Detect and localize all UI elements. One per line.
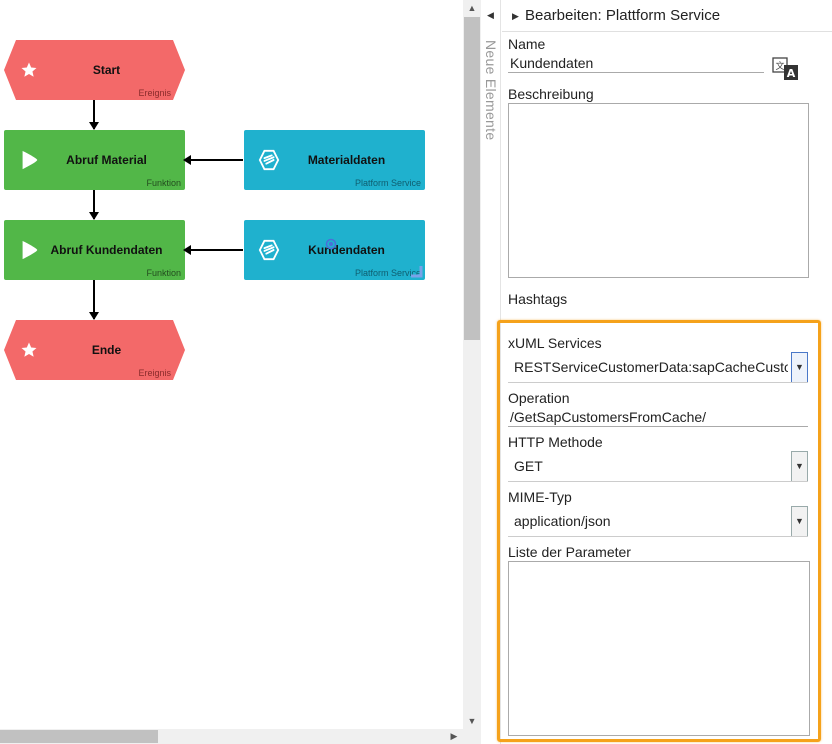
resize-handle-icon[interactable] [409, 264, 423, 278]
connector-arrow [89, 100, 99, 130]
node-label: Ende [91, 343, 122, 357]
node-type: Funktion [146, 178, 181, 188]
xuml-services-label: xUML Services [508, 335, 602, 351]
canvas-horizontal-scrollbar[interactable]: ▶ [0, 729, 481, 744]
connector-arrow [89, 280, 99, 320]
node-type: Platform Service [354, 268, 421, 278]
node-ende[interactable]: Ende Ereignis [4, 320, 185, 380]
operation-label: Operation [508, 390, 570, 406]
connect-handle-icon[interactable] [325, 238, 337, 250]
expand-caret-icon[interactable]: ▶ [512, 11, 519, 21]
mime-type-select[interactable]: application/json ▼ [508, 506, 808, 537]
service-icon [258, 149, 280, 171]
operation-field[interactable] [508, 407, 808, 427]
node-materialdaten[interactable]: Materialdaten Platform Service [244, 130, 425, 190]
node-kundendaten[interactable]: Kundendaten Platform Service [244, 220, 425, 280]
svg-text:A: A [787, 67, 796, 80]
http-method-label: HTTP Methode [508, 434, 603, 450]
service-icon [258, 239, 280, 261]
node-start[interactable]: Start Ereignis [4, 40, 185, 100]
new-elements-sidetab[interactable]: ◀ Neue Elemente [481, 0, 501, 744]
http-method-value: GET [514, 458, 543, 474]
hashtags-label: Hashtags [508, 291, 568, 307]
parameter-list-label: Liste der Parameter [508, 544, 631, 560]
collapse-left-icon[interactable]: ◀ [487, 10, 494, 20]
panel-header[interactable]: ▶ Bearbeiten: Plattform Service [502, 0, 832, 32]
mime-type-label: MIME-Typ [508, 489, 572, 505]
node-type: Ereignis [138, 88, 171, 98]
node-label: Abruf Kundendaten [50, 243, 163, 257]
scroll-down-icon[interactable]: ▼ [467, 716, 477, 726]
properties-panel: ▶ Bearbeiten: Plattform Service Name 文 A… [502, 0, 832, 744]
node-label: Materialdaten [307, 153, 386, 167]
name-field[interactable] [508, 53, 764, 73]
scrollbar-thumb[interactable] [464, 17, 480, 340]
connector-arrow [183, 155, 243, 165]
node-abruf-material[interactable]: Abruf Material Funktion [4, 130, 185, 190]
play-icon [22, 150, 38, 170]
connector-arrow [183, 245, 243, 255]
node-type: Ereignis [138, 368, 171, 378]
field-underline [508, 536, 808, 537]
chevron-down-icon[interactable]: ▼ [791, 506, 808, 537]
scrollbar-thumb[interactable] [0, 730, 158, 743]
field-underline [508, 481, 808, 482]
chevron-down-icon[interactable]: ▼ [791, 451, 808, 482]
field-underline [508, 382, 808, 383]
translate-icon[interactable]: 文 A [771, 54, 801, 84]
new-elements-label[interactable]: Neue Elemente [483, 40, 499, 141]
canvas-vertical-scrollbar[interactable]: ▲ ▼ [463, 0, 481, 729]
http-method-select[interactable]: GET ▼ [508, 451, 808, 482]
mime-type-value: application/json [514, 513, 611, 529]
process-canvas[interactable]: Start Ereignis Abruf Material Funktion M… [0, 0, 463, 729]
play-icon [22, 240, 38, 260]
node-label: Abruf Material [66, 153, 147, 167]
svg-text:文: 文 [775, 60, 784, 72]
xuml-services-select[interactable]: RESTServiceCustomerData:sapCacheCusto ▼ [508, 352, 808, 383]
connector-arrow [89, 190, 99, 220]
beschreibung-textarea[interactable] [508, 103, 809, 278]
scroll-up-icon[interactable]: ▲ [467, 3, 477, 13]
node-label: Start [92, 63, 121, 77]
chevron-down-icon[interactable]: ▼ [791, 352, 808, 383]
xuml-services-value: RESTServiceCustomerData:sapCacheCusto [514, 359, 788, 375]
star-icon [20, 341, 38, 359]
node-type: Platform Service [354, 178, 421, 188]
scroll-right-icon[interactable]: ▶ [450, 731, 458, 741]
node-abruf-kundendaten[interactable]: Abruf Kundendaten Funktion [4, 220, 185, 280]
star-icon [20, 61, 38, 79]
parameter-list-textarea[interactable] [508, 561, 810, 736]
beschreibung-label: Beschreibung [508, 86, 594, 102]
node-type: Funktion [146, 268, 181, 278]
panel-title: Bearbeiten: Plattform Service [525, 7, 721, 24]
name-label: Name [508, 36, 546, 52]
